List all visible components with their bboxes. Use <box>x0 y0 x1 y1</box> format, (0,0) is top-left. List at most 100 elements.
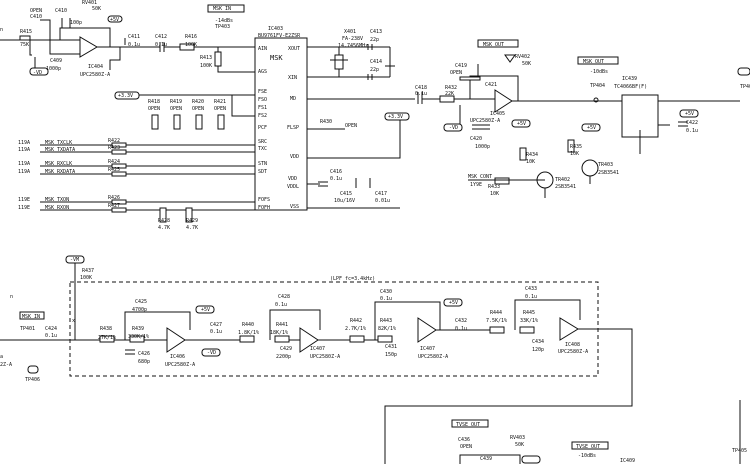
svg-text:TXC: TXC <box>258 146 267 152</box>
svg-text:R434: R434 <box>526 152 538 158</box>
svg-text:120p: 120p <box>532 347 544 353</box>
svg-text:4.7K: 4.7K <box>186 225 198 231</box>
svg-text:22K: 22K <box>445 91 454 97</box>
svg-text:MD: MD <box>290 96 296 102</box>
svg-text:RV402: RV402 <box>515 54 530 60</box>
svg-text:MSK RXCLK: MSK RXCLK <box>45 161 72 167</box>
svg-text:0.1u: 0.1u <box>415 91 427 97</box>
svg-text:10K: 10K <box>570 151 579 157</box>
ic407b-opamp <box>417 317 437 343</box>
svg-text:0.1u: 0.1u <box>210 329 222 335</box>
svg-text:C422: C422 <box>686 120 698 126</box>
svg-text:0.1u: 0.1u <box>45 333 57 339</box>
svg-text:FSE: FSE <box>258 89 267 95</box>
svg-text:UPC2580Z-A: UPC2580Z-A <box>165 362 195 368</box>
switch-stage: TP404 IC439 TC4066BF(F) TP405 MSK OUT -1… <box>570 56 750 154</box>
svg-text:+5V: +5V <box>449 300 458 306</box>
svg-text:14.7456MHz: 14.7456MHz <box>338 43 368 49</box>
svg-text:150p: 150p <box>385 352 397 358</box>
svg-text:680p: 680p <box>138 359 150 365</box>
bottom-stage: TVSE OUT C436 OPEN RV403 50K C439 TVSE O… <box>451 400 747 464</box>
svg-text:C415: C415 <box>340 191 352 197</box>
svg-text:SDT: SDT <box>258 169 267 175</box>
svg-text:VDD: VDD <box>288 176 297 182</box>
svg-text:C427: C427 <box>210 322 222 328</box>
tr403-transistor <box>581 159 599 177</box>
svg-text:-10dBs: -10dBs <box>590 69 608 75</box>
svg-text:100K: 100K <box>80 275 92 281</box>
svg-text:R437: R437 <box>82 268 94 274</box>
svg-text:-VD: -VD <box>33 70 42 76</box>
svg-text:TC4066BF(F): TC4066BF(F) <box>614 84 647 90</box>
svg-text:FSO: FSO <box>258 97 267 103</box>
svg-text:C431: C431 <box>385 344 397 350</box>
svg-text:VSS: VSS <box>290 204 299 210</box>
svg-text:TP403: TP403 <box>215 24 230 30</box>
svg-text:+5V: +5V <box>587 125 596 131</box>
svg-text:2SB3541: 2SB3541 <box>598 170 619 176</box>
svg-text:R415: R415 <box>20 29 32 35</box>
svg-text:OPEN: OPEN <box>148 106 160 112</box>
svg-text:C434: C434 <box>532 339 544 345</box>
svg-text:MSK TXDATA: MSK TXDATA <box>45 147 75 153</box>
svg-text:n: n <box>0 27 3 33</box>
svg-text:0.1u: 0.1u <box>155 42 167 48</box>
svg-text:0.1u: 0.1u <box>380 296 392 302</box>
svg-text:R445: R445 <box>523 310 535 316</box>
svg-text:OPEN: OPEN <box>345 123 357 129</box>
svg-text:7.5K/1%: 7.5K/1% <box>486 318 507 324</box>
tvse-out-label <box>451 419 489 428</box>
msk-out-label <box>477 39 519 48</box>
svg-text:R444: R444 <box>490 310 502 316</box>
svg-text:2SB3541: 2SB3541 <box>555 184 576 190</box>
svg-text:R442: R442 <box>350 318 362 324</box>
svg-text:IC406: IC406 <box>170 354 185 360</box>
svg-text:IC407: IC407 <box>420 346 435 352</box>
svg-text:0.1u: 0.1u <box>686 128 698 134</box>
svg-text:C436: C436 <box>458 437 470 443</box>
ic404-stage: n R415 75K OPEN C410 C410 100p RV401 50K… <box>0 0 160 78</box>
svg-text:UPC2580Z-A: UPC2580Z-A <box>80 72 110 78</box>
svg-text:R413: R413 <box>200 55 212 61</box>
svg-text:0.1u: 0.1u <box>330 176 342 182</box>
bus-signals: 119A MSK TXCLK R422 119A MSK TXDATA R423… <box>18 138 255 231</box>
svg-text:AIN: AIN <box>258 46 267 52</box>
svg-text:2.7K/1%: 2.7K/1% <box>345 326 366 332</box>
svg-text:R441: R441 <box>276 322 288 328</box>
svg-text:+5V: +5V <box>201 307 210 313</box>
svg-text:UPC2580Z-A: UPC2580Z-A <box>470 118 500 124</box>
svg-text:TP405: TP405 <box>740 84 750 90</box>
svg-text:MSK IN: MSK IN <box>22 314 40 320</box>
svg-text:10u/16V: 10u/16V <box>334 198 355 204</box>
svg-text:VDDL: VDDL <box>287 184 299 190</box>
svg-text:R419: R419 <box>170 99 182 105</box>
svg-text:C428: C428 <box>278 294 290 300</box>
svg-text:PCF: PCF <box>258 125 267 131</box>
svg-text:R426: R426 <box>108 195 120 201</box>
lpf-stage-4: R444 7.5K/1% R445 33K/1% C433 0.1u C434 … <box>384 286 633 464</box>
svg-text:FS2: FS2 <box>258 113 267 119</box>
svg-text:MSK TXCLK: MSK TXCLK <box>45 140 72 146</box>
svg-text:C433: C433 <box>525 286 537 292</box>
svg-text:TR403: TR403 <box>598 162 613 168</box>
svg-text:R422: R422 <box>108 138 120 144</box>
svg-text:MSK OUT: MSK OUT <box>483 42 504 48</box>
svg-text:RV403: RV403 <box>510 435 525 441</box>
r413-resistor <box>214 51 222 67</box>
svg-text:R435: R435 <box>570 144 582 150</box>
svg-text:OPEN: OPEN <box>214 106 226 112</box>
svg-text:R420: R420 <box>192 99 204 105</box>
lpf-stage-1: R438 27K/1% R439 330K/1% C425 4700p C426… <box>98 299 240 368</box>
msk-out2-label <box>577 56 619 65</box>
svg-text:IC439: IC439 <box>622 76 637 82</box>
svg-text:C411: C411 <box>128 34 140 40</box>
msk-in-label <box>207 4 245 13</box>
svg-text:MSK: MSK <box>270 54 283 62</box>
svg-text:R428: R428 <box>158 218 170 224</box>
svg-text:C429: C429 <box>280 346 292 352</box>
svg-text:UPC2580Z-A: UPC2580Z-A <box>310 354 340 360</box>
svg-text:IC408: IC408 <box>565 342 580 348</box>
svg-text:MSK IN: MSK IN <box>213 6 231 12</box>
svg-text:-VD: -VD <box>207 350 216 356</box>
